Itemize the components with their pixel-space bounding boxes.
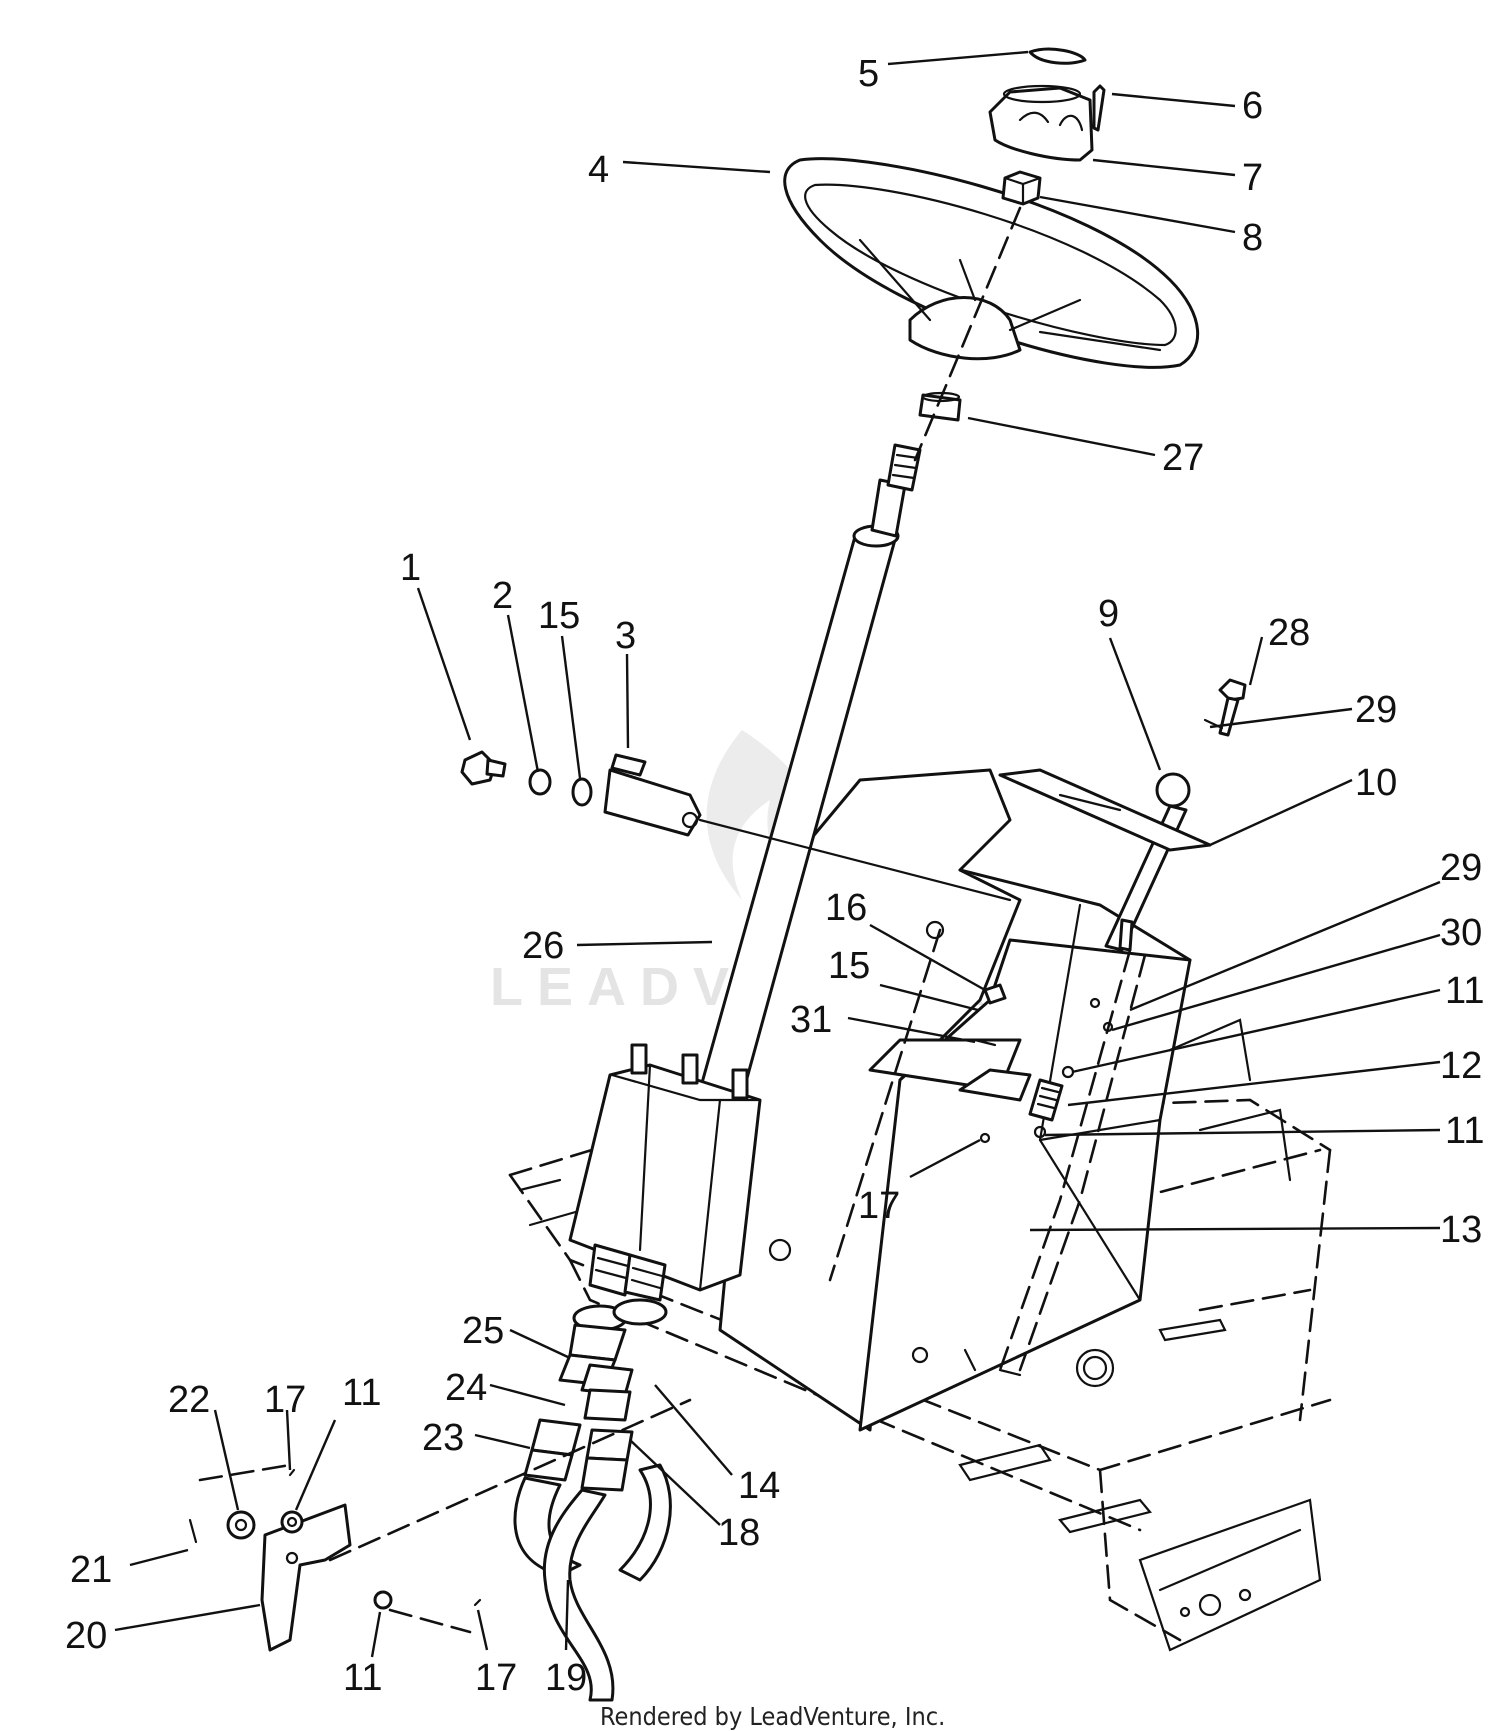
steering-tower bbox=[718, 768, 1292, 1432]
leader-lines bbox=[114, 50, 1441, 1658]
render-credit: Rendered by LeadVenture, Inc. bbox=[600, 1702, 945, 1731]
callout-8: 8 bbox=[1242, 217, 1263, 259]
callout-7: 7 bbox=[1242, 157, 1263, 199]
callout-labels: 5 6 4 7 8 27 1 2 15 3 9 28 29 10 29 16 3… bbox=[65, 53, 1484, 1699]
callout-28: 28 bbox=[1268, 612, 1310, 654]
callout-10: 10 bbox=[1355, 762, 1397, 804]
callout-20: 20 bbox=[65, 1615, 107, 1657]
hub-parts bbox=[913, 47, 1106, 462]
callout-18: 18 bbox=[718, 1512, 760, 1554]
callout-11-left: 11 bbox=[342, 1372, 381, 1414]
callout-30: 30 bbox=[1440, 912, 1482, 954]
callout-15: 15 bbox=[538, 595, 580, 637]
callout-12: 12 bbox=[1440, 1045, 1482, 1087]
hydraulic-fittings bbox=[513, 1298, 672, 1702]
callout-13: 13 bbox=[1440, 1209, 1482, 1251]
callout-17-left: 17 bbox=[264, 1379, 306, 1421]
shift-control bbox=[963, 678, 1247, 1377]
callout-22: 22 bbox=[168, 1379, 210, 1421]
bolt-group-left bbox=[460, 750, 1012, 902]
callout-16: 16 bbox=[825, 887, 867, 929]
callout-1: 1 bbox=[400, 547, 421, 589]
callout-15-middle: 15 bbox=[828, 945, 870, 987]
callout-26: 26 bbox=[522, 925, 564, 967]
callout-6: 6 bbox=[1242, 85, 1263, 127]
callout-3: 3 bbox=[615, 615, 636, 657]
callout-25: 25 bbox=[462, 1310, 504, 1352]
callout-27: 27 bbox=[1162, 437, 1204, 479]
callout-4: 4 bbox=[588, 149, 609, 191]
callout-29-upper: 29 bbox=[1355, 689, 1397, 731]
callout-21: 21 bbox=[70, 1549, 112, 1591]
callout-31: 31 bbox=[790, 999, 832, 1041]
callout-11-upper: 11 bbox=[1445, 970, 1484, 1012]
callout-11-bottom: 11 bbox=[343, 1657, 382, 1699]
callout-19: 19 bbox=[545, 1657, 587, 1699]
callout-14: 14 bbox=[738, 1465, 780, 1507]
steering-wheel bbox=[783, 157, 1200, 369]
hydro-unit bbox=[568, 1043, 762, 1302]
callout-23: 23 bbox=[422, 1417, 464, 1459]
callout-9: 9 bbox=[1098, 593, 1119, 635]
callout-11-middle: 11 bbox=[1445, 1110, 1484, 1152]
callout-24: 24 bbox=[445, 1367, 487, 1409]
callout-17-middle: 17 bbox=[858, 1185, 900, 1227]
callout-17-bottom: 17 bbox=[475, 1657, 517, 1699]
callout-5: 5 bbox=[858, 53, 879, 95]
callout-2: 2 bbox=[492, 575, 513, 617]
callout-29-lower: 29 bbox=[1440, 847, 1482, 889]
lower-bracket bbox=[188, 1398, 692, 1652]
